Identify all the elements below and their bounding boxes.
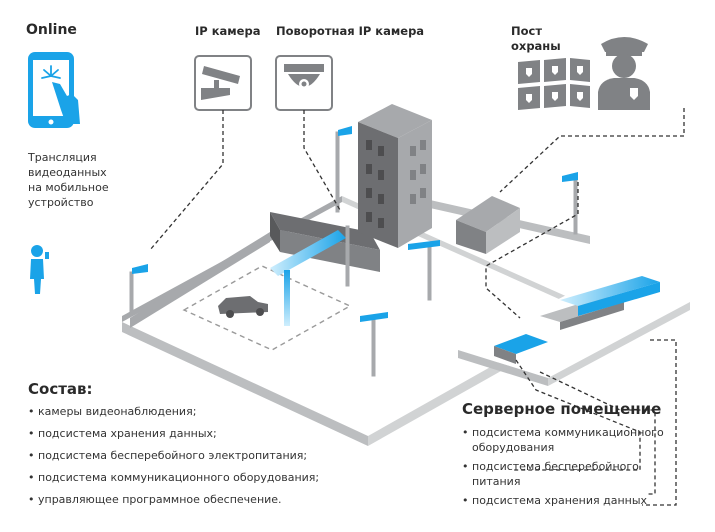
ptz-camera-icon xyxy=(275,55,333,111)
composition-item: камеры видеонаблюдения; xyxy=(28,405,319,418)
server-room-item: подсистема коммуникационного оборудовани… xyxy=(462,425,664,455)
composition-item: подсистема хранения данных; xyxy=(28,427,319,440)
ptz-camera-label: Поворотная IP камера xyxy=(276,24,425,38)
server-room-item: подсистема бесперебойного питания xyxy=(462,459,664,489)
online-title: Online xyxy=(26,22,77,38)
composition-item: подсистема бесперебойного электропитания… xyxy=(28,449,319,462)
guard-post-label: Пост охраны xyxy=(511,24,561,53)
monitor-wall-icon xyxy=(518,58,590,110)
car-icon xyxy=(218,296,268,318)
tablet-icon xyxy=(28,52,80,128)
ip-camera-label: IP камера xyxy=(195,24,261,38)
warehouse-building xyxy=(270,212,380,272)
server-room-list: подсистема коммуникационного оборудовани… xyxy=(462,425,664,508)
security-guard-icon xyxy=(598,37,650,110)
server-room-title: Серверное помещение xyxy=(462,400,662,418)
mobile-stream-caption: Трансляция видеоданных на мобильное устр… xyxy=(28,151,109,209)
composition-item: управляющее программное обеспечение. xyxy=(28,493,319,506)
server-room-item: подсистема хранения данных xyxy=(462,493,664,508)
server-room xyxy=(458,276,690,386)
composition-title: Состав: xyxy=(28,380,93,398)
camera-heads xyxy=(132,126,578,322)
barrier-post xyxy=(284,270,290,326)
office-tower xyxy=(358,104,432,248)
camera-poles xyxy=(129,131,578,377)
parking-area xyxy=(182,265,352,351)
guard-house xyxy=(456,196,520,254)
barrier-beam xyxy=(270,230,346,276)
composition-list: камеры видеонаблюдения; подсистема хране… xyxy=(28,405,319,506)
mobile-user-icon xyxy=(30,245,49,294)
composition-item: подсистема коммуникационного оборудовани… xyxy=(28,471,319,484)
ip-camera-icon xyxy=(194,55,252,111)
